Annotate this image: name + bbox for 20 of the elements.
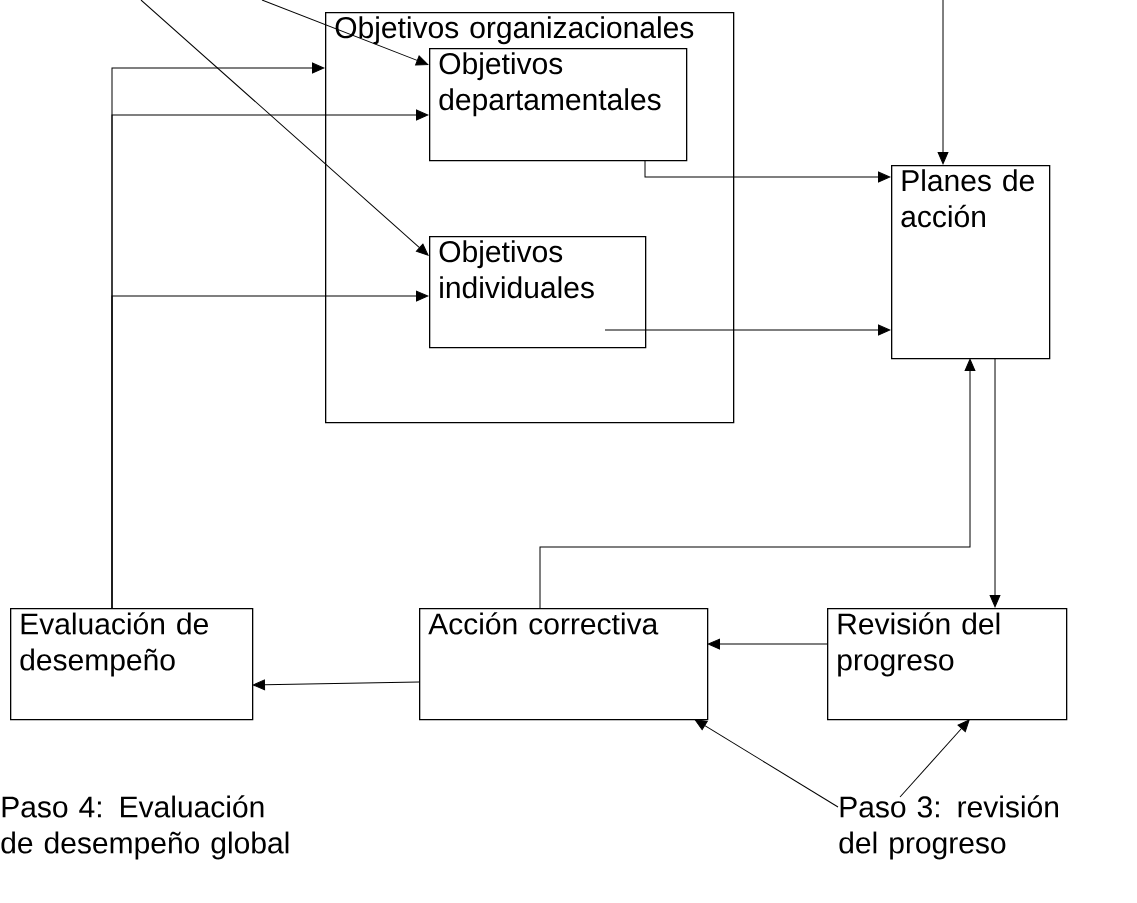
process-box: Evaluación de desempeño xyxy=(10,608,254,721)
process-box: Objetivos departamentales xyxy=(429,48,688,162)
step-label: Paso 3: revisión del progreso xyxy=(839,795,1058,860)
arrow xyxy=(140,0,429,256)
step-label: Paso 4: Evaluación de desempeño global xyxy=(1,795,289,860)
arrow xyxy=(539,358,976,609)
arrow xyxy=(604,324,891,336)
arrow xyxy=(111,290,429,609)
arrow xyxy=(261,0,429,66)
arrow xyxy=(937,0,949,165)
arrow xyxy=(644,159,891,183)
arrow xyxy=(899,719,970,798)
process-box: Planes de acción xyxy=(891,165,1051,360)
arrow xyxy=(252,679,420,691)
arrow xyxy=(989,357,1001,608)
process-box: Acción correctiva xyxy=(419,608,709,721)
process-box: Revisión del progreso xyxy=(827,608,1068,721)
arrow xyxy=(707,638,828,650)
arrow xyxy=(694,719,839,808)
process-box: Objetivos individuales xyxy=(429,236,647,349)
